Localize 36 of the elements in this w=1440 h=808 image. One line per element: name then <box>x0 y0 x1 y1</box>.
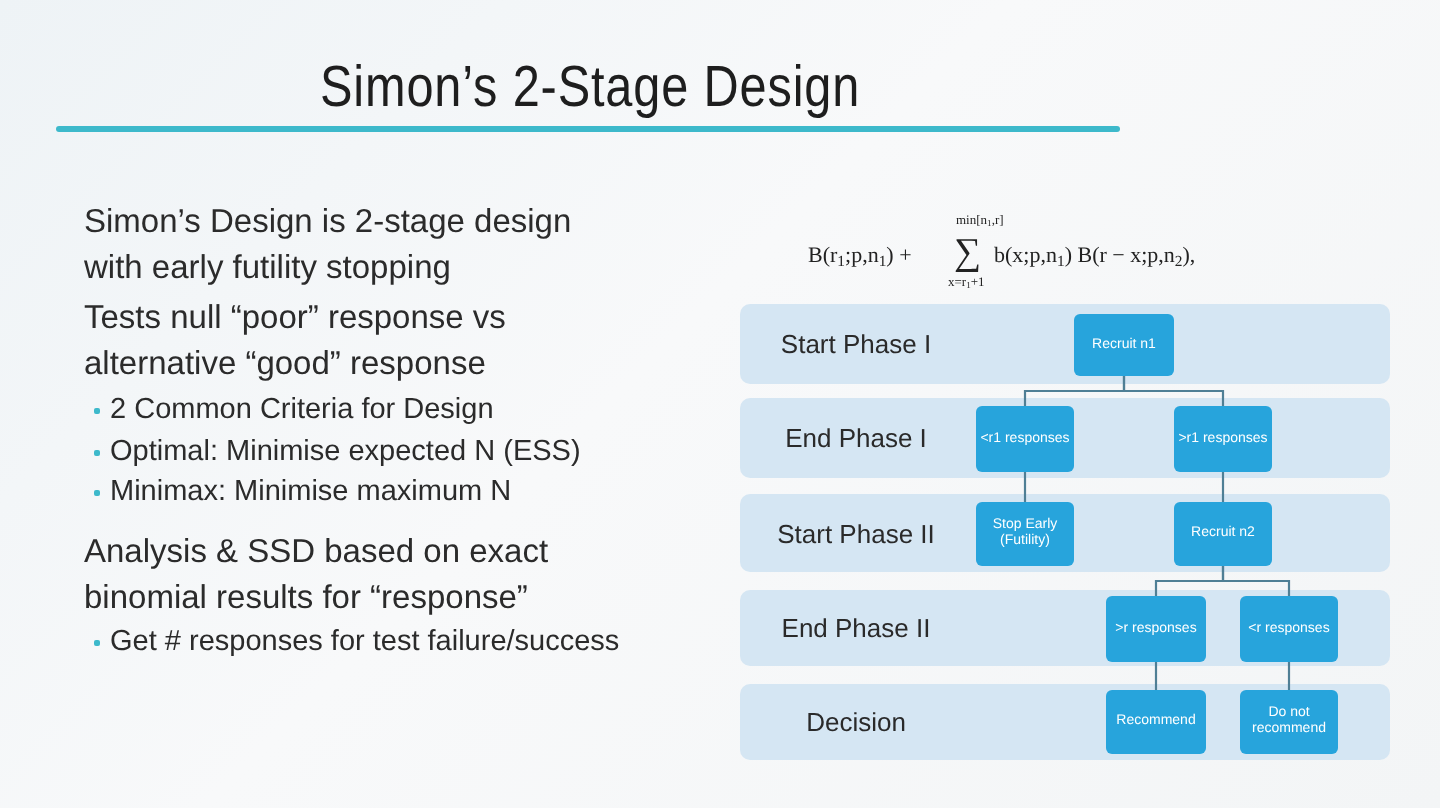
lane-label: Decision <box>806 707 906 737</box>
process-box <box>1074 314 1174 376</box>
connector-line <box>1287 662 1291 690</box>
swimlane-band <box>740 590 1390 666</box>
swimlane-band <box>740 398 1390 478</box>
bullet-text: Minimax: Minimise maximum N <box>110 474 512 512</box>
connector-line <box>1023 472 1027 502</box>
process-box <box>1106 690 1206 754</box>
process-box <box>1240 690 1338 754</box>
connector-line <box>1122 376 1225 406</box>
process-box <box>1174 406 1272 472</box>
process-box <box>976 406 1074 472</box>
bullet-text: Get # responses for test failure/success <box>110 624 620 662</box>
process-box <box>1106 596 1206 662</box>
formula-text: B(r$_{1}$;p,n$_{1}$) + <box>808 246 912 268</box>
lane-label: Start Phase I <box>780 329 932 359</box>
paragraph-text: Tests null “poor” response vs alternative “good” response <box>84 298 508 386</box>
process-box <box>976 502 1074 566</box>
bullet-text: Optimal: Minimise expected N (ESS) <box>110 434 581 472</box>
slide-title: Simon’s 2-Stage Design <box>320 56 861 122</box>
swimlane-band <box>740 494 1390 572</box>
process-box <box>1174 502 1272 566</box>
lane-label: End Phase II <box>781 613 931 643</box>
connector-line <box>1154 662 1158 690</box>
process-box <box>1240 596 1338 662</box>
swimlane-band <box>740 304 1390 384</box>
formula-text: ∑ <box>954 234 982 272</box>
connector-line <box>1221 566 1291 596</box>
connector-line <box>1221 472 1225 502</box>
lane-label: Start Phase II <box>777 518 935 548</box>
paragraph-text: Simon’s Design is 2-stage design with early futility stopping <box>84 202 574 290</box>
swimlane-band <box>740 684 1390 760</box>
bullet-text: 2 Common Criteria for Design <box>110 392 494 430</box>
lane-label: End Phase I <box>785 423 927 453</box>
paragraph-text: Analysis & SSD based on exact binomial results for “response” <box>84 532 551 620</box>
formula-text: b(x;p,n$_{1}$) B(r − x;p,n$_{2}$), <box>994 246 1196 268</box>
